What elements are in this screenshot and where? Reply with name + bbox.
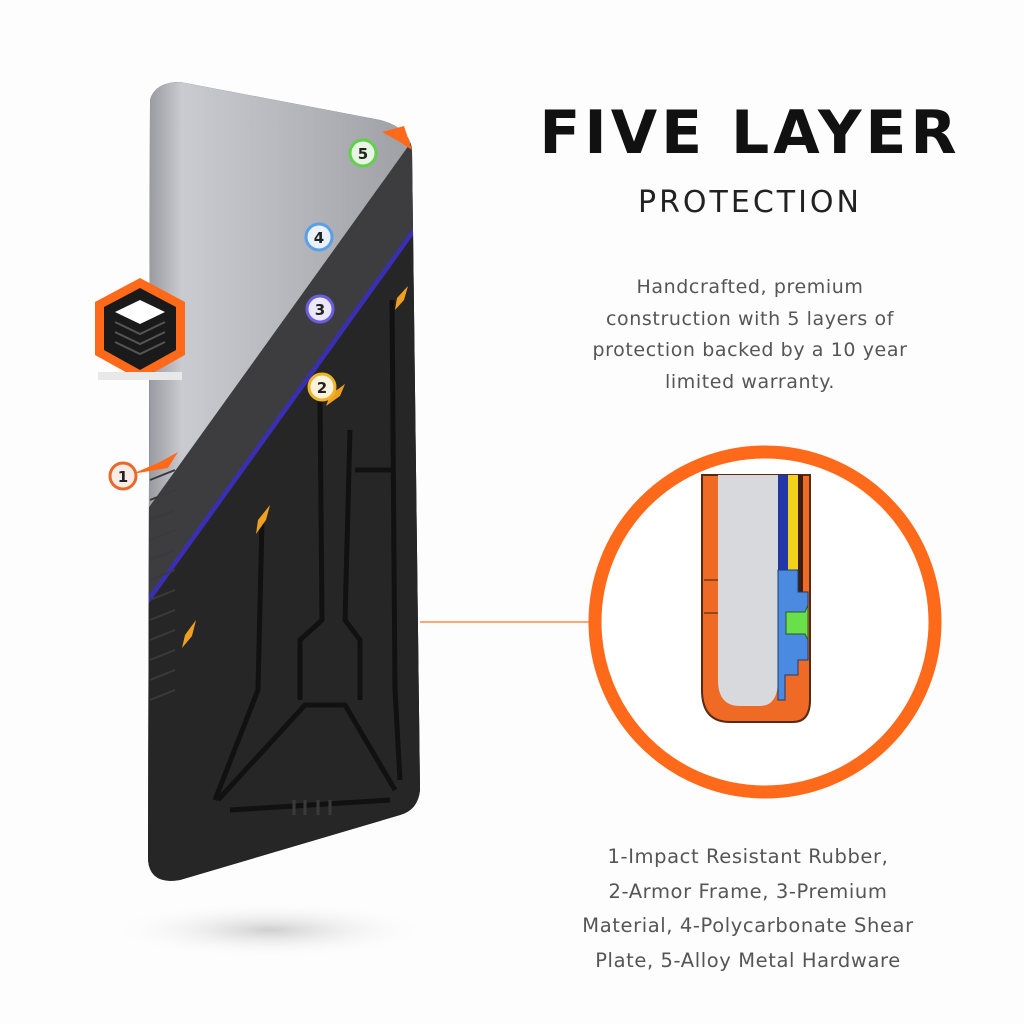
svg-text:5: 5	[358, 145, 368, 163]
svg-text:3: 3	[315, 301, 325, 319]
layers-line: 1-Impact Resistant Rubber,	[607, 845, 889, 868]
description-line: construction with 5 layers of	[606, 307, 894, 330]
svg-text:4: 4	[314, 229, 324, 247]
description-text: Handcrafted, premium construction with 5…	[520, 272, 980, 398]
layers-line: 2-Armor Frame, 3-Premium	[608, 879, 888, 903]
cross-section-callout	[588, 445, 942, 799]
layer-marker-2: 2	[307, 372, 337, 402]
layers-line: Plate, 5-Alloy Metal Hardware	[595, 948, 901, 972]
description-line: Handcrafted, premium	[636, 276, 864, 298]
layers-stack-icon	[95, 278, 185, 380]
layer-marker-5: 5	[348, 138, 378, 168]
svg-text:2: 2	[317, 379, 327, 397]
shadow	[110, 902, 430, 958]
layer-marker-3: 3	[305, 294, 335, 324]
heading-subtitle: PROTECTION	[637, 185, 862, 220]
svg-text:1: 1	[118, 468, 128, 486]
layer-marker-1: 1	[108, 452, 178, 491]
layer-marker-4: 4	[304, 222, 334, 252]
layers-legend: 1-Impact Resistant Rubber, 2-Armor Frame…	[518, 840, 978, 978]
description-line: protection backed by a 10 year	[592, 339, 908, 361]
layers-line: Material, 4-Polycarbonate Shear	[582, 914, 914, 937]
heading-title: FIVE LAYER	[539, 98, 961, 168]
description-line: limited warranty.	[665, 370, 835, 393]
